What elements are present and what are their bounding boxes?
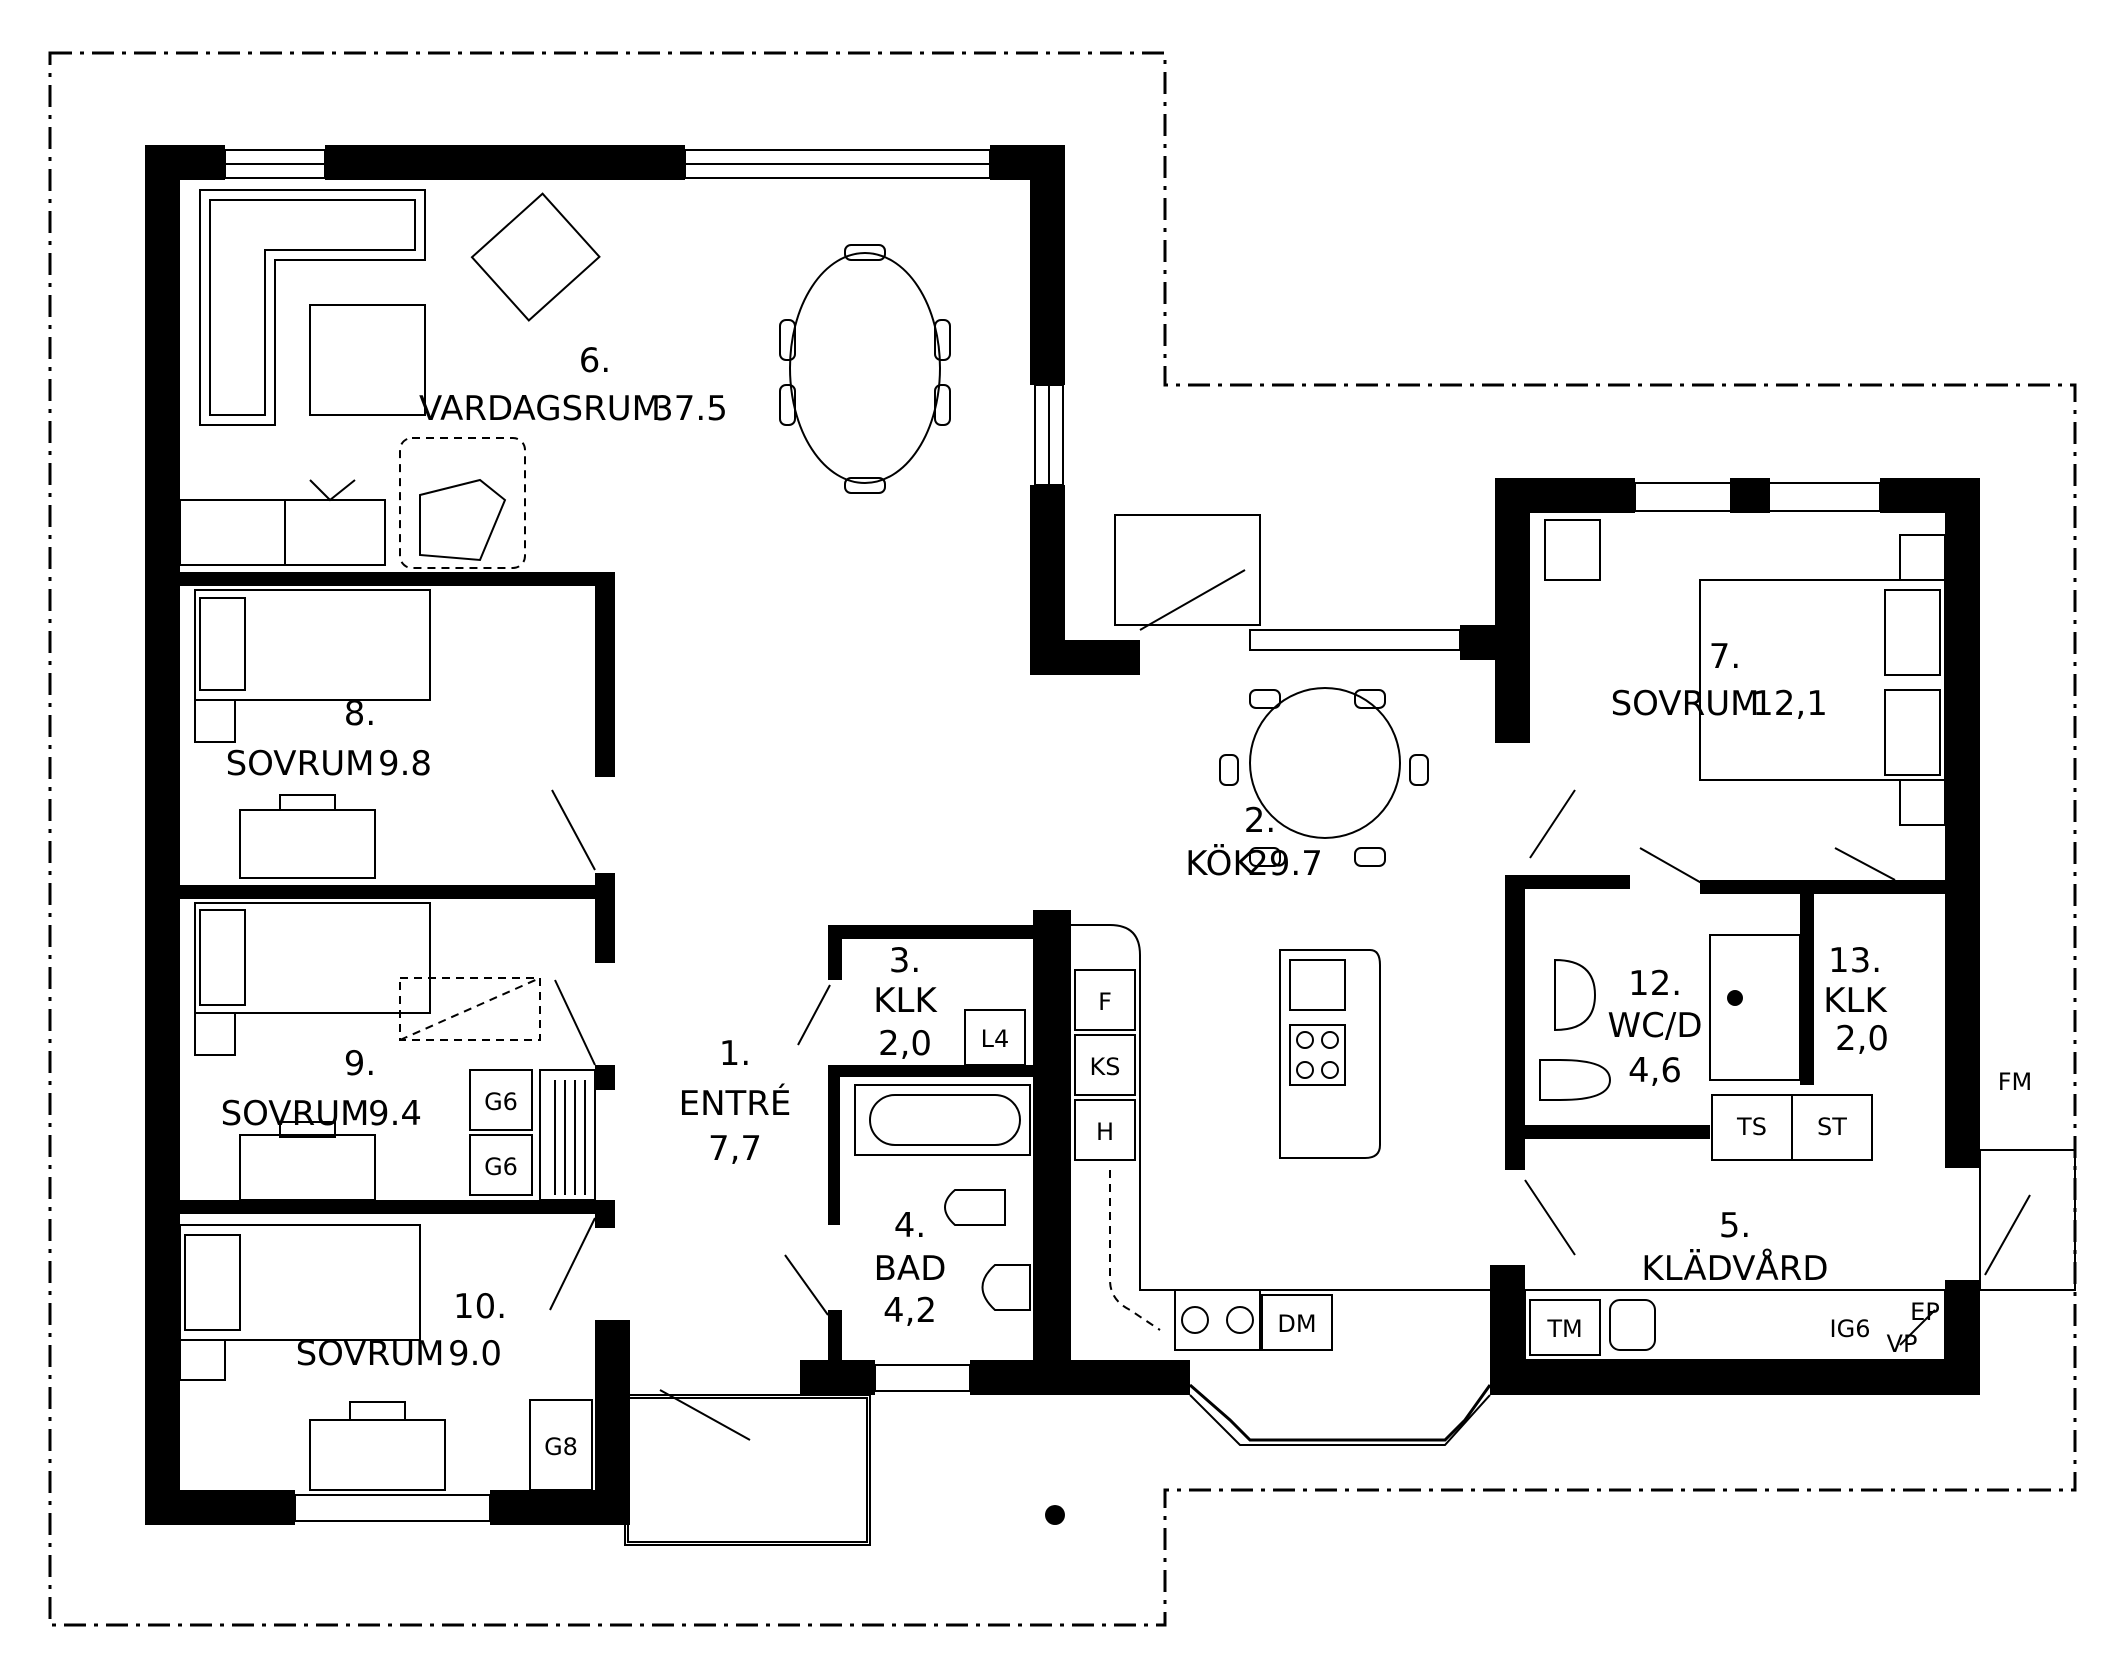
room-3-area: 2,0 bbox=[878, 1024, 932, 1064]
room-13-area: 2,0 bbox=[1835, 1019, 1889, 1059]
room-6-number: 6. bbox=[579, 341, 611, 381]
room-7-number: 7. bbox=[1709, 637, 1741, 677]
fixture-g8: G8 bbox=[544, 1433, 578, 1461]
room-12-area: 4,6 bbox=[1628, 1051, 1682, 1091]
roof-outline bbox=[48, 51, 2077, 1627]
room-9-area: 9.4 bbox=[368, 1094, 422, 1134]
room-4-name: BAD bbox=[874, 1249, 947, 1289]
room-2-name: KÖK bbox=[1185, 843, 1256, 884]
stairs bbox=[539, 1069, 596, 1201]
room-8-area: 9.8 bbox=[378, 744, 432, 784]
room-1-area: 7,7 bbox=[708, 1129, 762, 1169]
room-4-area: 4,2 bbox=[883, 1291, 937, 1331]
room-13-name: KLK bbox=[1823, 981, 1888, 1021]
fixture-ks: KS bbox=[1090, 1053, 1121, 1081]
room-13-number: 13. bbox=[1828, 941, 1882, 981]
fixture-h: H bbox=[1096, 1118, 1114, 1146]
room-2-number: 2. bbox=[1244, 801, 1276, 841]
room-12-number: 12. bbox=[1628, 964, 1682, 1004]
room-5-name: KLÄDVÅRD bbox=[1641, 1248, 1828, 1289]
room-9-name: SOVRUM bbox=[221, 1094, 370, 1134]
fixture-l4: L4 bbox=[981, 1025, 1010, 1053]
windows bbox=[147, 149, 2076, 1522]
fixture-ig6: IG6 bbox=[1830, 1315, 1871, 1343]
fixture-ts: TS bbox=[1736, 1113, 1767, 1141]
fixture-g6-upper: G6 bbox=[484, 1088, 518, 1116]
fixture-vp: VP bbox=[1887, 1330, 1918, 1358]
room-1-number: 1. bbox=[719, 1034, 751, 1074]
fixture-st: ST bbox=[1817, 1113, 1847, 1141]
room-labels: 1. ENTRÉ 7,7 2. KÖK 29.7 3. KLK 2,0 4. B… bbox=[221, 341, 1889, 1374]
fixture-f: F bbox=[1098, 988, 1112, 1016]
doors bbox=[549, 514, 2031, 1546]
room-7-name: SOVRUM bbox=[1611, 684, 1760, 724]
room-5-number: 5. bbox=[1719, 1206, 1751, 1246]
room-12-name: WC/D bbox=[1608, 1006, 1703, 1046]
fixture-boxes: L4 F KS H G6 G6 G8 DM TM IG6 EP VP TS ST… bbox=[469, 969, 2033, 1491]
room-6-name: VARDAGSRUM bbox=[419, 389, 661, 429]
room-10-area: 9.0 bbox=[448, 1334, 502, 1374]
room-4-number: 4. bbox=[894, 1206, 926, 1246]
room-10-name: SOVRUM bbox=[296, 1334, 445, 1374]
room-3-number: 3. bbox=[889, 941, 921, 981]
room-10-number: 10. bbox=[453, 1287, 507, 1327]
room-1-name: ENTRÉ bbox=[679, 1083, 792, 1124]
room-2-area: 29.7 bbox=[1247, 844, 1323, 884]
fixture-dm: DM bbox=[1277, 1310, 1316, 1338]
fixture-ep: EP bbox=[1910, 1298, 1940, 1326]
room-7-area: 12,1 bbox=[1752, 684, 1828, 724]
room-8-number: 8. bbox=[344, 694, 376, 734]
room-9-number: 9. bbox=[344, 1044, 376, 1084]
fixture-tm: TM bbox=[1546, 1315, 1582, 1343]
room-3-name: KLK bbox=[873, 981, 938, 1021]
fixture-fm: FM bbox=[1998, 1068, 2033, 1096]
room-8-name: SOVRUM bbox=[226, 744, 375, 784]
room-6-area: 37.5 bbox=[652, 389, 728, 429]
walls bbox=[145, 145, 1980, 1525]
furniture bbox=[179, 189, 1946, 1525]
fixture-g6-lower: G6 bbox=[484, 1153, 518, 1181]
